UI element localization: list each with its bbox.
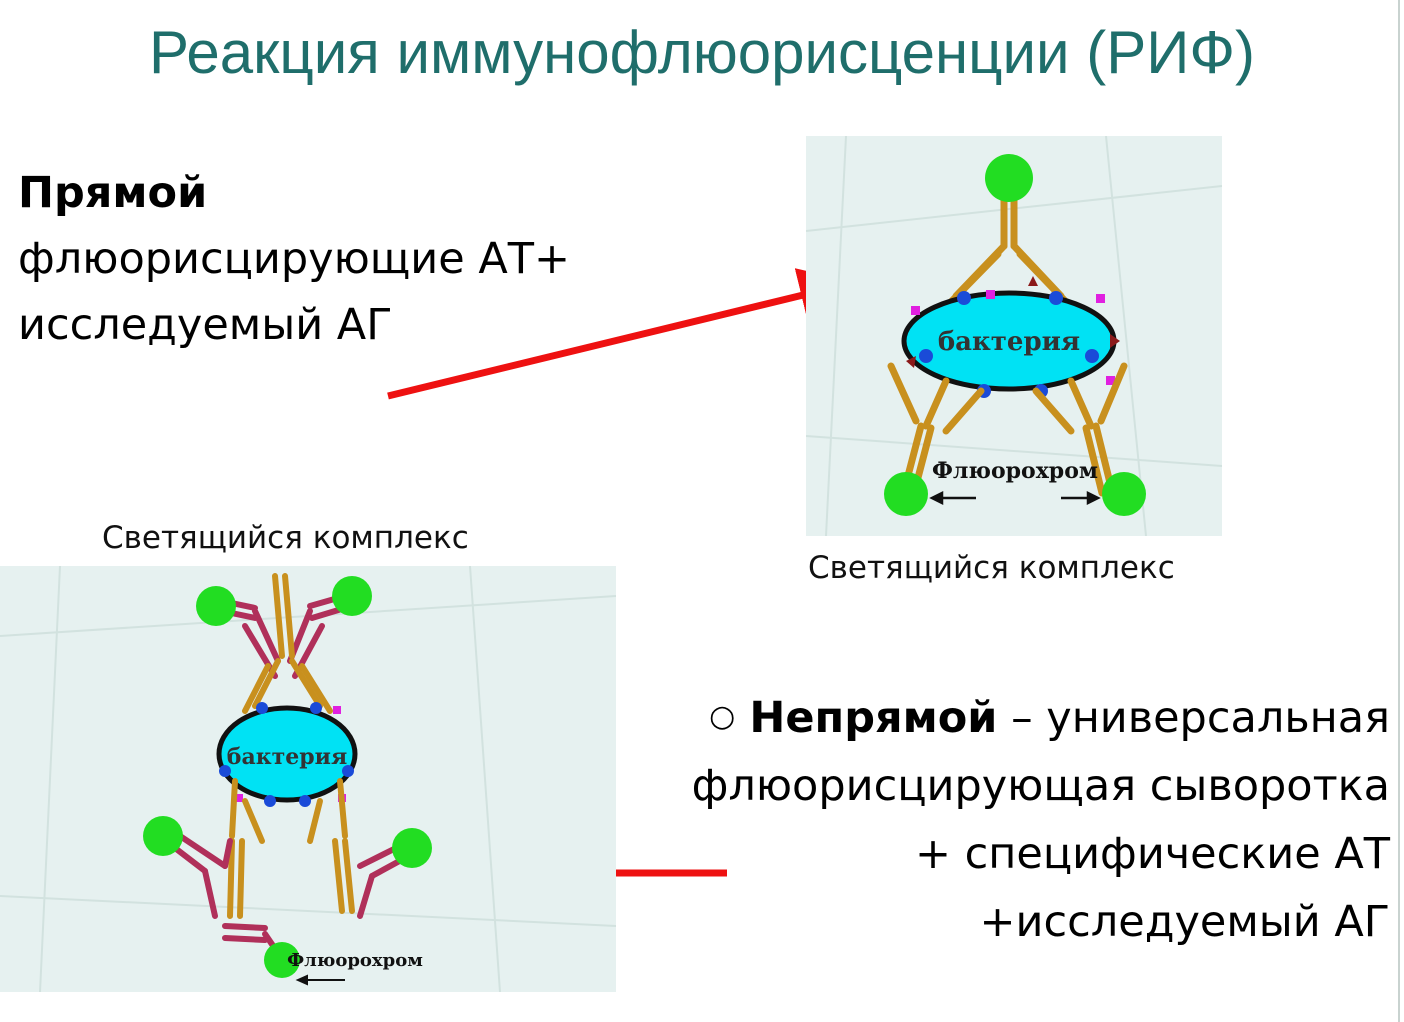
fluorochrome-icon-top-left [196, 586, 236, 626]
fluorochrome-icon-bottom-right [392, 828, 432, 868]
indirect-diagram-caption: Светящийся комплекс [102, 520, 469, 556]
fluorochrome-label-indirect: Флюорохром [287, 950, 423, 971]
bacterium-cell-icon-indirect [216, 705, 358, 803]
indirect-line-1: ○ Непрямой – универсальная [590, 683, 1390, 752]
slide-edge-rule [1398, 0, 1400, 1022]
indirect-line-2: флюорисцирующая сыворотка [691, 761, 1390, 811]
fluorochrome-pointer-arrow-indirect [295, 974, 345, 986]
antigen-markers-blue-indirect [219, 702, 354, 807]
top-primary-antibodies-icon [242, 573, 333, 714]
direct-line-1: флюорисцирующие АТ+ [18, 234, 571, 284]
antigen-markers-magenta [911, 290, 1115, 385]
indirect-line-3: + специфические АТ [914, 829, 1390, 879]
direct-heading: Прямой [18, 168, 208, 218]
fluorochrome-label: Флюорохром [932, 458, 1098, 484]
direct-diagram-caption: Светящийся комплекс [808, 550, 1175, 586]
fluorochrome-icon-bottom-left [143, 816, 183, 856]
direct-line-2: исследуемый АГ [18, 300, 393, 350]
indirect-heading-rest: – универсальная [997, 693, 1390, 743]
antigen-markers-red [906, 276, 1120, 368]
fluorochrome-pointer-arrows [929, 490, 1101, 506]
antigen-markers-blue [919, 291, 1099, 398]
indirect-heading: Непрямой [749, 693, 998, 743]
indirect-line-4: +исследуемый АГ [979, 897, 1390, 947]
bacterium-label: бактерия [938, 327, 1080, 357]
fluorochrome-icon-top-right [332, 576, 372, 616]
bacterium-label-indirect: бактерия [227, 744, 347, 770]
slide-title: Реакция иммунофлюорисценции (РИФ) [149, 19, 1255, 86]
direct-method-text: Прямой флюорисцирующие АТ+ исследуемый А… [18, 160, 658, 358]
indirect-method-text: ○ Непрямой – универсальная флюорисцирующа… [590, 683, 1390, 956]
fluorochrome-icon-right [1102, 472, 1146, 516]
arrow-to-direct-diagram [387, 268, 856, 400]
indirect-diagram: бактерия Флюорохром [0, 566, 616, 992]
fluorochrome-icon-bottom [264, 942, 300, 978]
fluorochrome-icon-left [884, 472, 928, 516]
bottom-primary-antibodies-icon [227, 778, 355, 919]
bullet-ring-icon: ○ [709, 699, 736, 734]
fluorochrome-icon-top [985, 154, 1033, 202]
direct-diagram: бактерия Флюорохром [806, 136, 1222, 536]
